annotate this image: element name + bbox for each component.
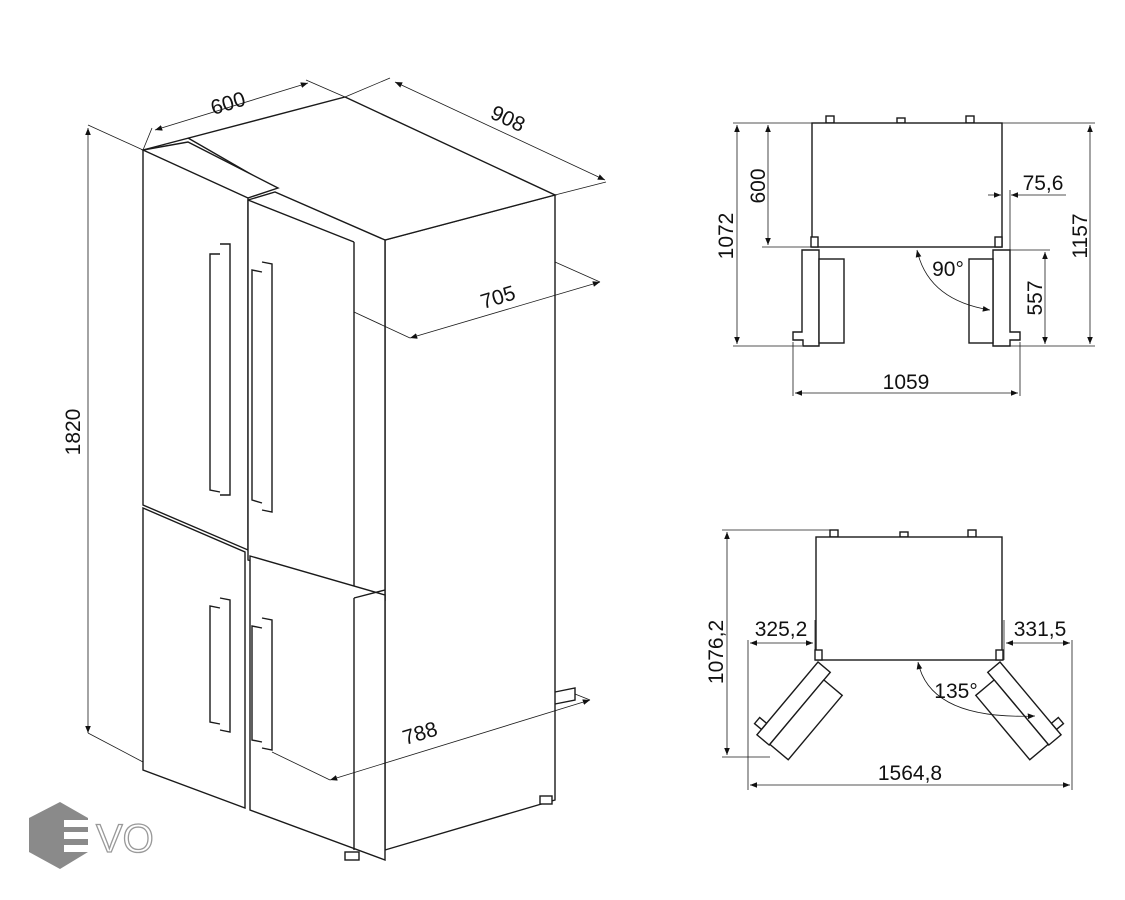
dim-width-600: 600 (208, 88, 248, 120)
dim-1076-2: 1076,2 (705, 620, 728, 684)
angle-135: 135° (934, 680, 977, 703)
dim-600: 600 (747, 168, 770, 203)
fridge-perspective: 600 908 705 788 1820 (62, 77, 607, 862)
dim-1564-8: 1564,8 (878, 762, 942, 785)
dim-1059: 1059 (883, 371, 930, 394)
dim-331-5: 331,5 (1014, 618, 1067, 641)
dim-557: 557 (1024, 280, 1047, 315)
dim-1157: 1157 (1069, 213, 1092, 258)
dim-height-1820: 1820 (62, 409, 85, 456)
evo-logo: VO (29, 802, 154, 869)
angle-90: 90° (932, 258, 964, 281)
plan-view-135: 1076,2 325,2 331,5 1564,8 135° (705, 529, 1073, 790)
door-handles (209, 243, 273, 751)
logo-text: VO (96, 817, 154, 861)
dim-325-2: 325,2 (755, 618, 808, 641)
dim-1072: 1072 (715, 213, 738, 260)
plan-view-90: 1072 600 1157 557 75,6 1059 90° (715, 115, 1095, 396)
dim-75-6: 75,6 (1023, 172, 1064, 195)
dim-depth-908: 908 (487, 101, 528, 137)
